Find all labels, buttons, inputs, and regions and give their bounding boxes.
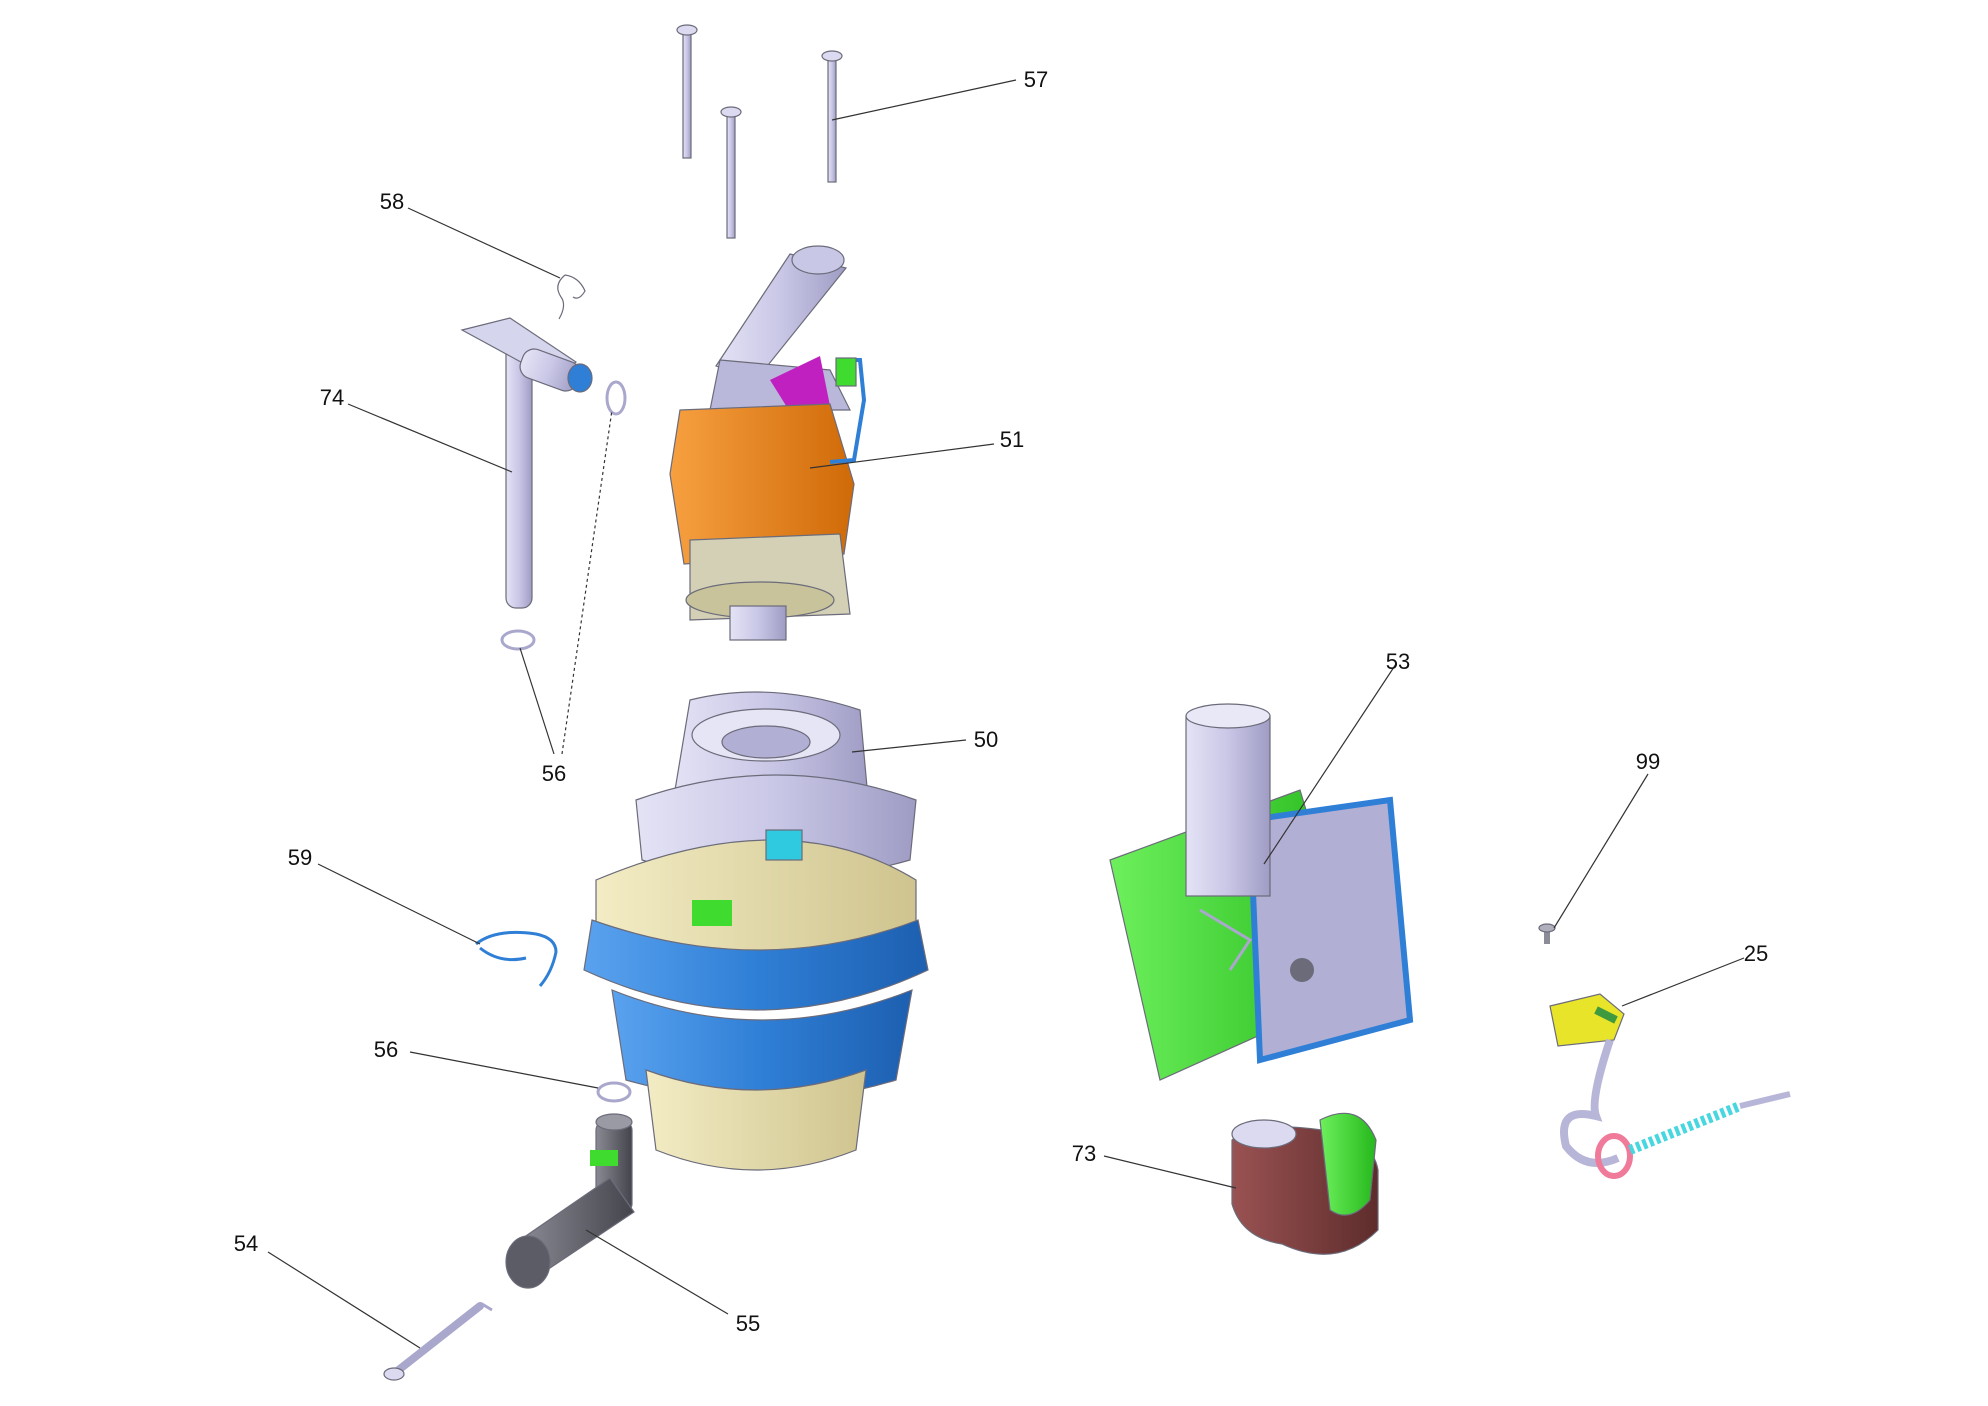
capacitor-icon — [1109, 703, 1414, 1081]
o-ring-icon — [500, 380, 632, 1103]
callout-50: 50 — [973, 727, 999, 752]
pin-icon — [383, 1302, 493, 1381]
callout-56-upper: 56 — [541, 761, 567, 786]
cable-icon — [1549, 993, 1791, 1179]
valve-icon — [505, 1113, 635, 1289]
motor-icon — [583, 691, 929, 1171]
pipe-icon — [460, 317, 593, 609]
leader-lines — [267, 79, 1745, 1349]
callout-53: 53 — [1385, 649, 1411, 674]
spring-clip-icon — [475, 930, 558, 987]
small-screw-icon — [1538, 923, 1556, 944]
callout-55: 55 — [735, 1311, 761, 1336]
callout-57: 57 — [1023, 67, 1049, 92]
clip-icon — [557, 274, 586, 320]
screw-icon — [676, 24, 843, 239]
callout-73: 73 — [1071, 1141, 1097, 1166]
callout-58: 58 — [379, 189, 405, 214]
callout-74: 74 — [319, 385, 345, 410]
callout-51: 51 — [999, 427, 1025, 452]
cap-icon — [1231, 1112, 1379, 1255]
callout-56-lower: 56 — [373, 1037, 399, 1062]
callout-59: 59 — [287, 845, 313, 870]
pump-head-icon — [669, 245, 867, 641]
callout-54: 54 — [233, 1231, 259, 1256]
callout-99: 99 — [1635, 749, 1661, 774]
callout-25: 25 — [1743, 941, 1769, 966]
